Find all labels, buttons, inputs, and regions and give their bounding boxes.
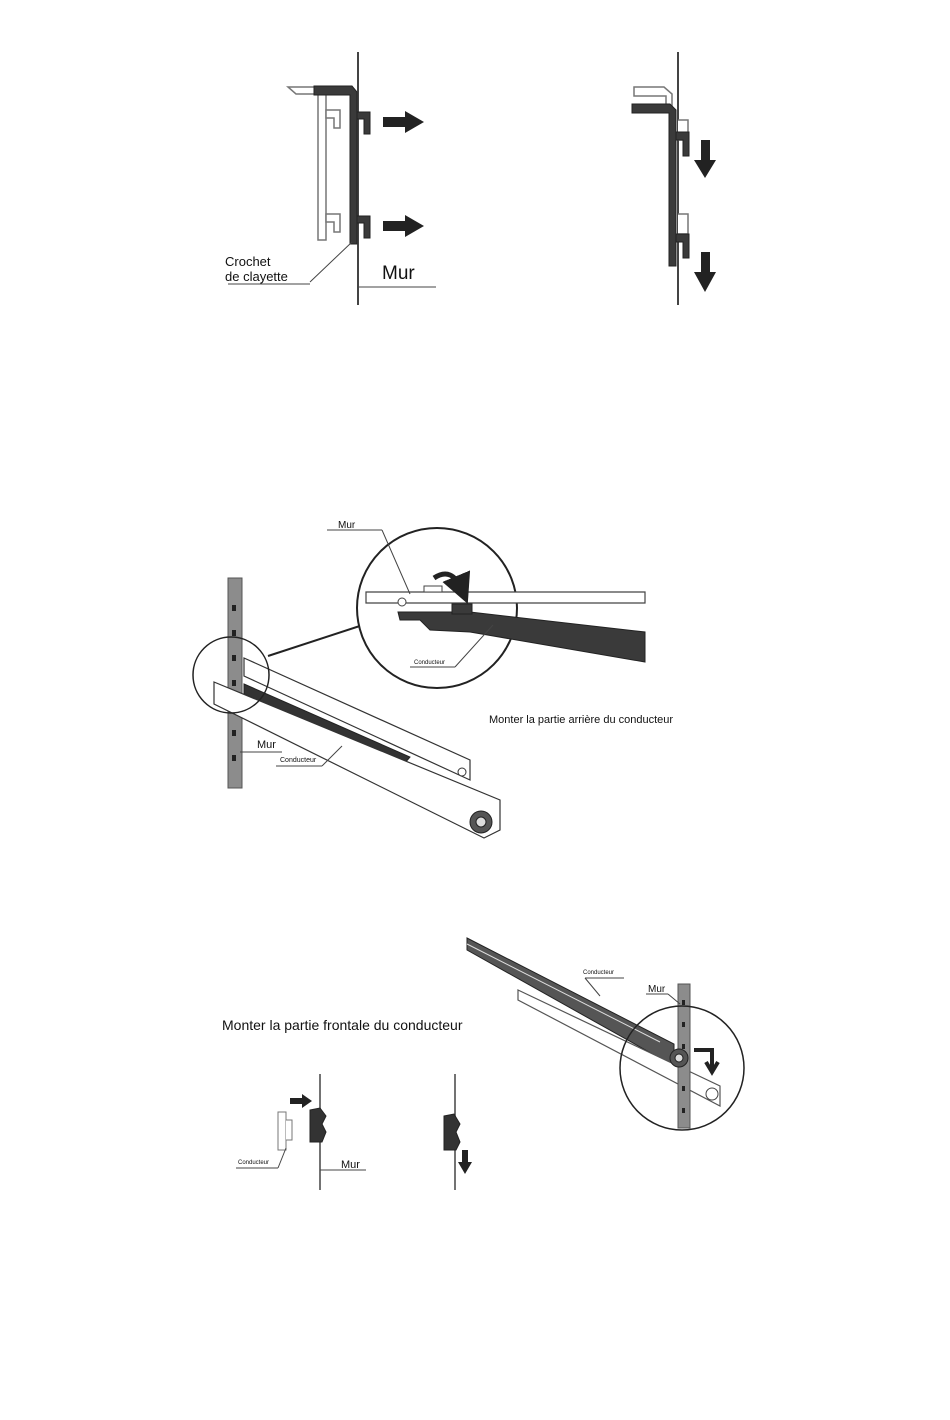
- small-arrow-right-icon: [290, 1094, 312, 1108]
- hook-label-line1: Crochet: [225, 254, 288, 269]
- hook-leader-line: [310, 242, 352, 282]
- arrow-right-lower-icon: [383, 215, 424, 237]
- shelf-hook-outline: [288, 87, 340, 240]
- front-mount-caption: Monter la partie frontale du conducteur: [222, 1017, 462, 1033]
- small-wall-label: Mur: [341, 1159, 360, 1171]
- zoom-connector: [268, 622, 372, 656]
- hook-label-line2: de clayette: [225, 269, 288, 284]
- small-runner-label: Conducteur: [238, 1160, 269, 1166]
- figure2-wall-label: Mur: [257, 739, 276, 751]
- figure-2-rear-mount: [193, 528, 645, 838]
- arrow-down-lower-icon: [694, 252, 716, 292]
- small-arrow-down-icon: [458, 1150, 472, 1174]
- hook-label: Crochet de clayette: [225, 254, 288, 284]
- figure-3-front-mount: [236, 938, 744, 1190]
- figure3-wall-label: Mur: [648, 984, 665, 995]
- figure3-runner-label: Conducteur: [583, 970, 614, 976]
- bend-arrow-icon: [694, 1050, 718, 1072]
- small-runner-dark-right: [444, 1114, 460, 1150]
- rear-mount-caption: Monter la partie arrière du conducteur: [489, 714, 673, 726]
- rail-end-hole: [458, 768, 466, 776]
- arrow-down-upper-icon: [694, 140, 716, 178]
- small-runner-dark: [310, 1108, 326, 1142]
- zoom-runner-label: Conducteur: [414, 660, 445, 666]
- front-runner-dark: [467, 938, 674, 1066]
- arrow-right-upper-icon: [383, 111, 424, 133]
- figure-1-shelf-hook: [228, 52, 716, 305]
- zoom-wall-label: Mur: [338, 520, 355, 531]
- wall-label: Mur: [382, 263, 415, 285]
- figure2-runner-label: Conducteur: [280, 757, 316, 764]
- small-runner-outline: [278, 1112, 292, 1150]
